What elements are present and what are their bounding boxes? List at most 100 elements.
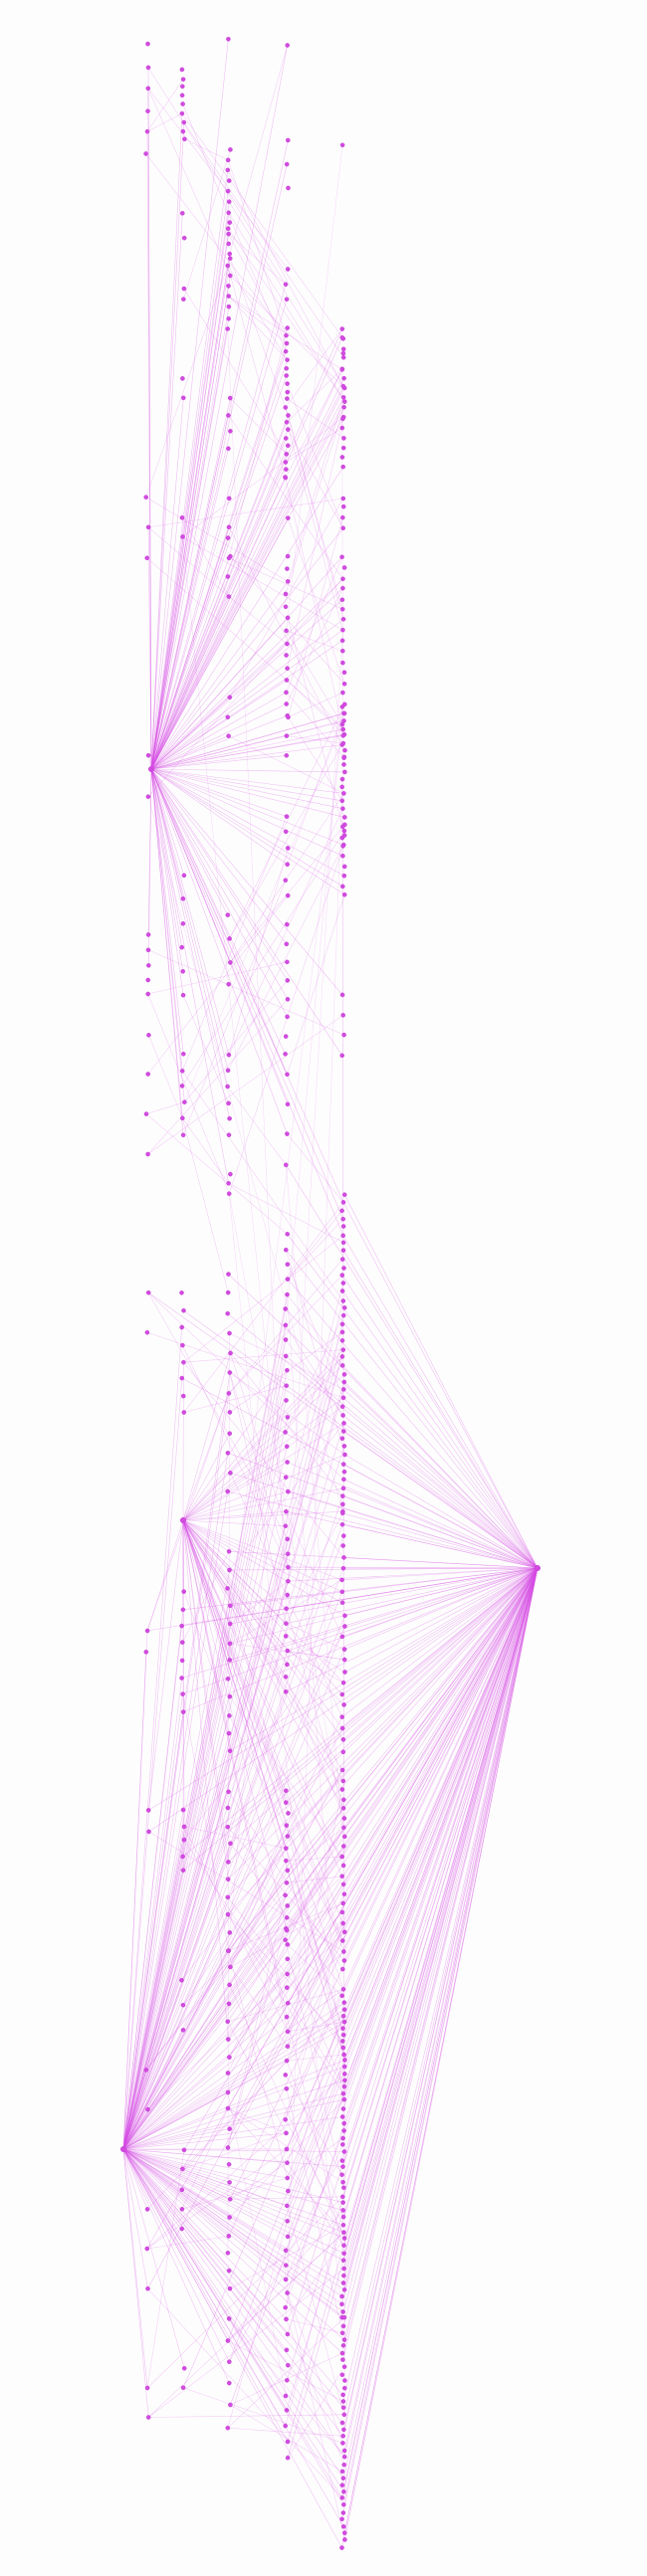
graph-node — [340, 1565, 346, 1571]
edge-line — [286, 1856, 342, 1862]
graph-node — [339, 2516, 344, 2522]
edge-line — [145, 496, 289, 582]
graph-node — [181, 1410, 187, 1415]
edge-line — [341, 1523, 539, 1569]
edge-line — [150, 640, 343, 770]
graph-node — [340, 2405, 346, 2410]
edge-line — [286, 556, 342, 694]
graph-node — [341, 864, 347, 870]
graph-node — [284, 1858, 289, 1864]
edge-line — [122, 1827, 344, 2150]
graph-node — [339, 367, 345, 372]
graph-node — [227, 1370, 233, 1375]
graph-node — [342, 2537, 347, 2542]
edge-line — [122, 1827, 229, 2150]
edge-line — [150, 768, 183, 1072]
graph-node — [179, 2226, 184, 2232]
edge-line — [227, 2221, 288, 2429]
edge-line — [150, 680, 288, 770]
graph-node — [285, 579, 291, 584]
graph-node — [285, 959, 290, 965]
graph-node — [339, 1493, 345, 1498]
edge-line — [150, 768, 184, 899]
edge-line — [122, 2148, 343, 2312]
edge-line — [150, 478, 287, 770]
edge-line — [150, 768, 343, 888]
edge-line — [287, 1567, 539, 2238]
edge-line — [122, 1349, 344, 2150]
edge-line — [227, 1567, 539, 2022]
edge-line — [285, 328, 343, 408]
edge-line — [150, 768, 345, 895]
graph-node — [179, 1069, 185, 1074]
edge-line — [150, 733, 345, 770]
graph-node — [180, 969, 185, 974]
edge-line — [147, 2288, 343, 2498]
graph-node — [285, 267, 291, 272]
edge-line — [181, 2107, 229, 2210]
edge-line — [150, 619, 344, 770]
edge-line — [150, 768, 286, 1055]
graph-node — [145, 1289, 151, 1295]
graph-node — [284, 340, 290, 346]
edge-line — [341, 1567, 539, 1729]
graph-node — [228, 1171, 233, 1177]
edge-line — [341, 1567, 539, 2354]
graph-node — [144, 555, 149, 561]
edge-line — [288, 1283, 344, 1492]
edge-line — [286, 1250, 539, 1569]
graph-node — [339, 1257, 345, 1262]
edge-line — [343, 1567, 539, 1961]
edge-line — [122, 1958, 289, 2150]
edge-line — [122, 2092, 344, 2150]
edge-line — [228, 415, 343, 579]
graph-node — [284, 628, 289, 634]
graph-node — [285, 2290, 290, 2295]
graph-node — [225, 2089, 231, 2095]
graph-node — [285, 2175, 291, 2181]
graph-node — [284, 2058, 290, 2064]
edge-line — [122, 1538, 289, 2150]
edge-line — [183, 121, 344, 358]
edge-line — [150, 139, 289, 770]
graph-node — [182, 1099, 187, 1104]
edge-line — [228, 1183, 344, 1244]
edge-line — [286, 1250, 345, 1456]
graph-node — [284, 678, 290, 683]
edge-line — [122, 1950, 229, 2150]
edge-line — [146, 2074, 345, 2250]
graph-node — [340, 2214, 346, 2220]
graph-node — [283, 460, 289, 465]
graph-node — [225, 263, 231, 269]
edge-line — [286, 735, 343, 744]
edge-line — [122, 1340, 343, 2150]
graph-node — [226, 178, 232, 183]
graph-node — [341, 670, 347, 676]
edge-line — [122, 2148, 148, 2210]
edge-line — [122, 2148, 230, 2183]
edge-line — [122, 2148, 229, 2237]
graph-node — [339, 1874, 345, 1879]
edge-line — [145, 1101, 185, 1114]
graph-node — [180, 895, 186, 901]
edge-line — [286, 2238, 345, 2320]
edge-line — [150, 222, 230, 770]
edge-line — [286, 1567, 539, 1931]
edge-line — [145, 1567, 539, 2071]
edge-line — [341, 1567, 539, 2519]
edge-line — [122, 2148, 148, 2289]
graph-node — [225, 2250, 231, 2256]
graph-node — [226, 303, 232, 309]
graph-node — [179, 93, 185, 99]
graph-node — [145, 794, 151, 800]
edge-line — [228, 1567, 539, 2040]
graph-node — [283, 2393, 289, 2399]
graph-node — [227, 2180, 232, 2185]
graph-node — [226, 1860, 231, 1865]
graph-node — [225, 1894, 231, 1900]
edge-line — [228, 1193, 345, 2340]
edge-line — [122, 1355, 287, 2150]
edge-line — [343, 1567, 539, 2492]
edge-line — [122, 2148, 230, 2362]
edge-line — [343, 1567, 539, 1650]
